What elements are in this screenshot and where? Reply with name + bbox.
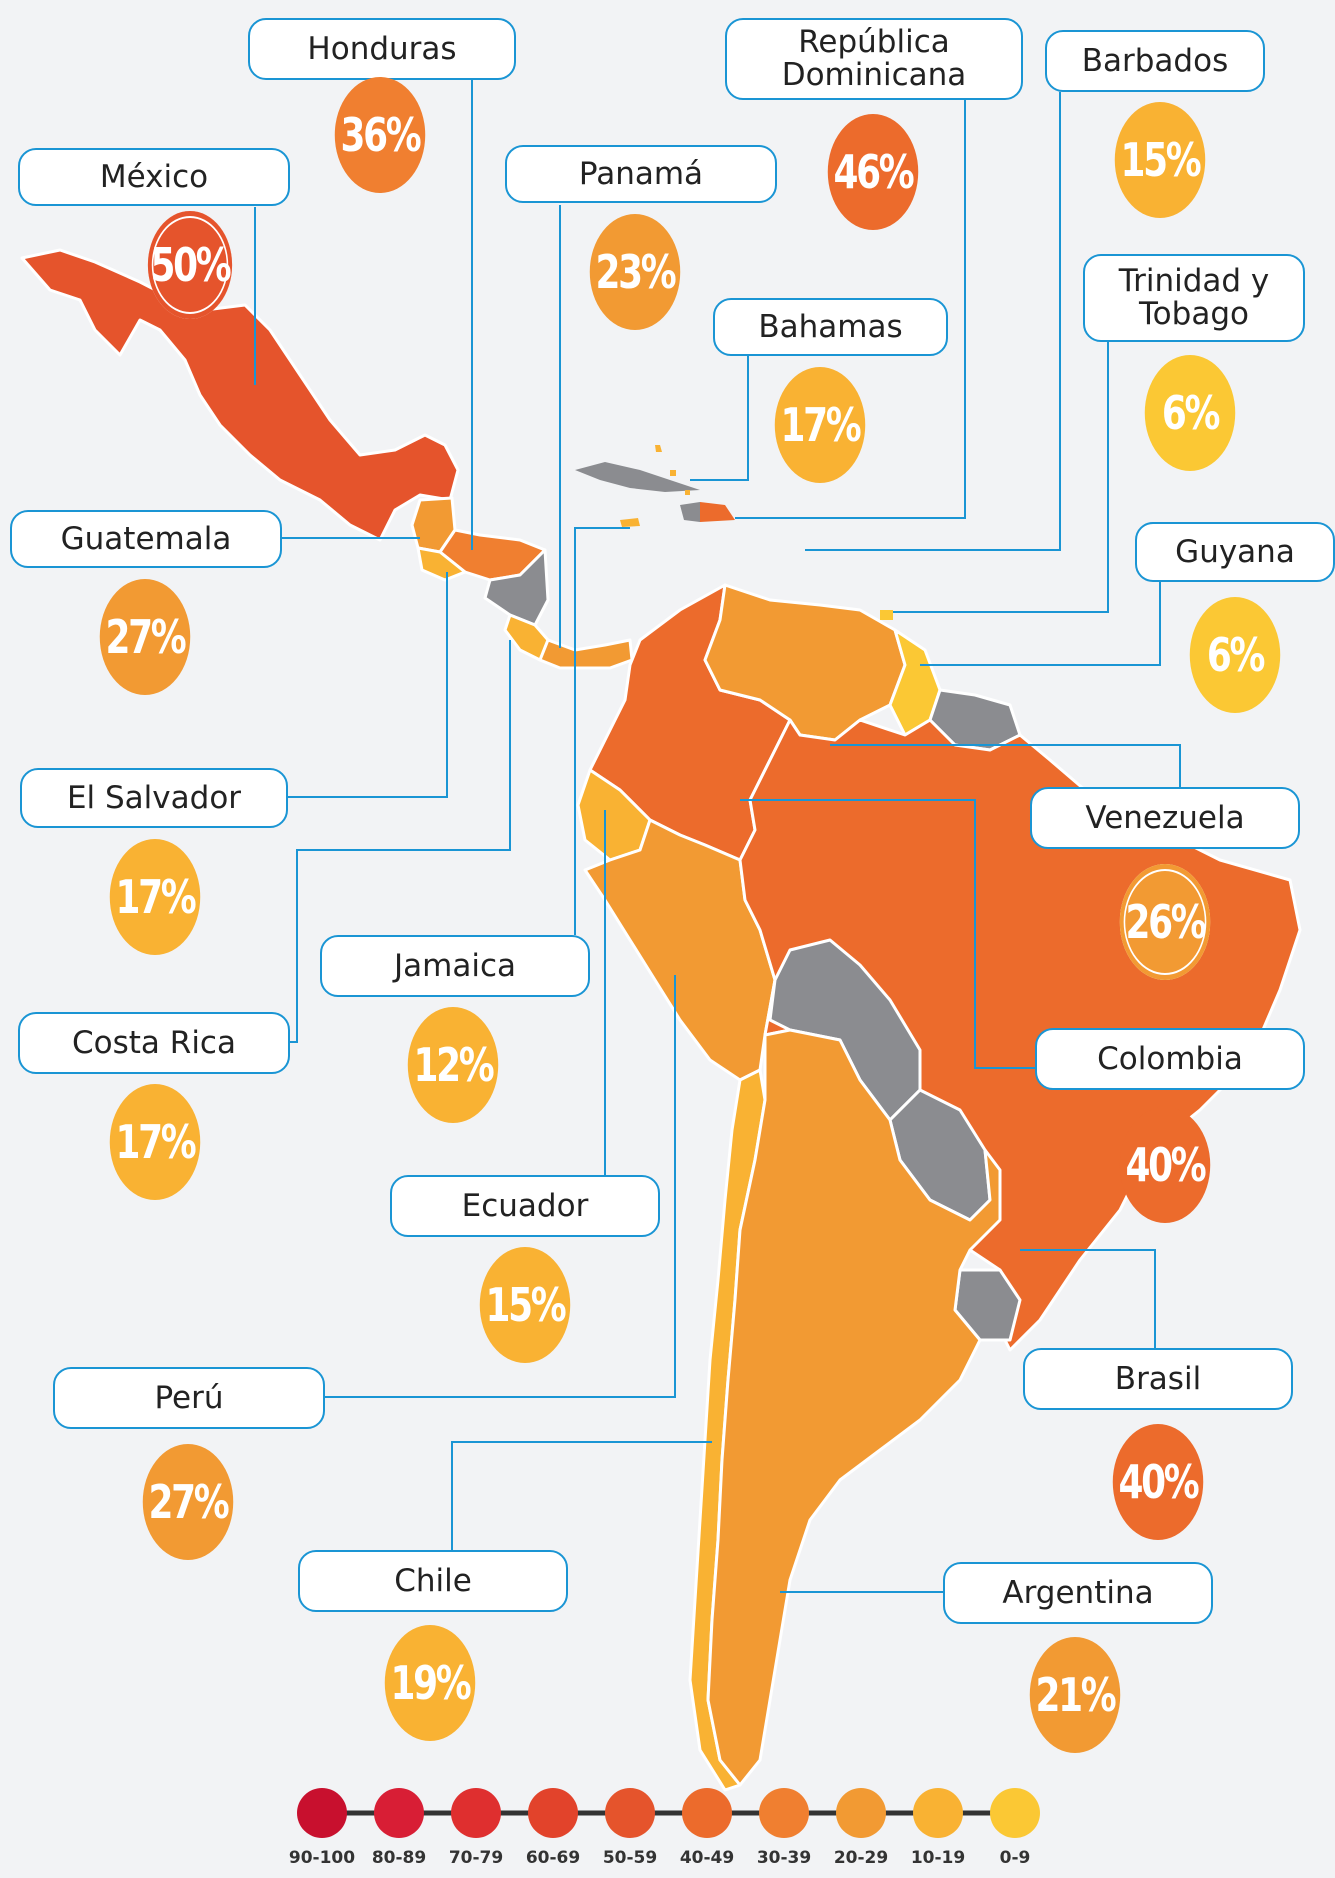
- country-label-panama[interactable]: Panamá: [505, 145, 777, 203]
- legend-label-4: 50-59: [602, 1848, 658, 1868]
- country-label-trinidad[interactable]: Trinidad y Tobago: [1083, 254, 1305, 342]
- map-shape-haiti: [680, 502, 700, 522]
- value-bubble-jamaica: 12%: [407, 1007, 499, 1123]
- country-label-barbados[interactable]: Barbados: [1045, 30, 1265, 92]
- country-label-guyana[interactable]: Guyana: [1135, 522, 1335, 582]
- value-bubble-panama: 23%: [589, 214, 681, 330]
- map-shape-bahamas[interactable]: [655, 445, 690, 495]
- leader-line-bahamas: [690, 356, 749, 481]
- value-bubble-mexico: 50%: [147, 211, 233, 319]
- legend-label-9: 0-9: [999, 1848, 1031, 1868]
- legend-label-5: 40-49: [679, 1848, 735, 1868]
- map-shape-mexico[interactable]: [20, 248, 460, 542]
- value-bubble-guyana: 6%: [1189, 597, 1281, 713]
- leader-line-peru: [325, 975, 676, 1398]
- leader-line-dominicana: [735, 100, 966, 519]
- map-shape-dominicana[interactable]: [700, 502, 735, 522]
- value-bubble-dominicana: 46%: [827, 114, 919, 230]
- legend-label-1: 80-89: [371, 1848, 427, 1868]
- value-bubble-trinidad: 6%: [1144, 355, 1236, 471]
- value-bubble-ecuador: 15%: [479, 1247, 571, 1363]
- leader-line-costarica: [290, 640, 511, 1043]
- leader-line-chile: [451, 1441, 712, 1550]
- value-bubble-argentina: 21%: [1029, 1637, 1121, 1753]
- country-label-colombia[interactable]: Colombia: [1035, 1028, 1305, 1090]
- value-bubble-colombia: 40%: [1119, 1107, 1211, 1223]
- country-label-elsalvador[interactable]: El Salvador: [20, 768, 288, 828]
- country-label-peru[interactable]: Perú: [53, 1367, 325, 1429]
- country-label-venezuela[interactable]: Venezuela: [1030, 787, 1300, 849]
- value-bubble-guatemala: 27%: [99, 579, 191, 695]
- legend-label-3: 60-69: [525, 1848, 581, 1868]
- legend-label-8: 10-19: [910, 1848, 966, 1868]
- leader-line-venezuela: [830, 744, 1181, 787]
- country-label-bahamas[interactable]: Bahamas: [713, 298, 948, 356]
- value-bubble-venezuela: 26%: [1119, 864, 1211, 980]
- value-bubble-peru: 27%: [142, 1444, 234, 1560]
- leader-line-guyana: [920, 582, 1161, 666]
- country-label-jamaica[interactable]: Jamaica: [320, 935, 590, 997]
- map-shape-nicaragua: [483, 548, 550, 627]
- country-label-argentina[interactable]: Argentina: [943, 1562, 1213, 1624]
- leader-line-elsalvador: [288, 572, 448, 798]
- map-shape-elsalvador[interactable]: [416, 546, 467, 582]
- value-bubble-barbados: 15%: [1114, 102, 1206, 218]
- leader-line-trinidad: [893, 342, 1109, 613]
- leader-line-jamaica: [574, 527, 630, 935]
- legend-label-2: 70-79: [448, 1848, 504, 1868]
- value-bubble-brasil: 40%: [1112, 1424, 1204, 1540]
- legend-label-0: 90-100: [288, 1848, 356, 1868]
- map-shape-panama[interactable]: [538, 638, 634, 670]
- country-label-brasil[interactable]: Brasil: [1023, 1348, 1293, 1410]
- value-bubble-elsalvador: 17%: [109, 839, 201, 955]
- country-label-honduras[interactable]: Honduras: [248, 18, 516, 80]
- country-label-costarica[interactable]: Costa Rica: [18, 1012, 290, 1074]
- value-bubble-bahamas: 17%: [774, 367, 866, 483]
- country-label-chile[interactable]: Chile: [298, 1550, 568, 1612]
- country-label-dominicana[interactable]: República Dominicana: [725, 18, 1023, 100]
- country-label-guatemala[interactable]: Guatemala: [10, 510, 282, 568]
- map-shape-jamaica[interactable]: [620, 518, 640, 527]
- map-shape-cuba: [575, 462, 700, 492]
- value-bubble-honduras: 36%: [334, 77, 426, 193]
- country-label-ecuador[interactable]: Ecuador: [390, 1175, 660, 1237]
- value-bubble-chile: 19%: [384, 1625, 476, 1741]
- legend-label-6: 30-39: [756, 1848, 812, 1868]
- map-shape-trinidad[interactable]: [880, 610, 893, 620]
- leader-line-brasil: [1020, 1249, 1156, 1348]
- leader-line-colombia: [740, 799, 1035, 1069]
- legend-label-7: 20-29: [833, 1848, 889, 1868]
- map-shape-argentina[interactable]: [706, 1028, 1002, 1787]
- value-bubble-costarica: 17%: [109, 1084, 201, 1200]
- country-label-mexico[interactable]: México: [18, 148, 290, 206]
- leader-line-barbados: [805, 92, 1061, 551]
